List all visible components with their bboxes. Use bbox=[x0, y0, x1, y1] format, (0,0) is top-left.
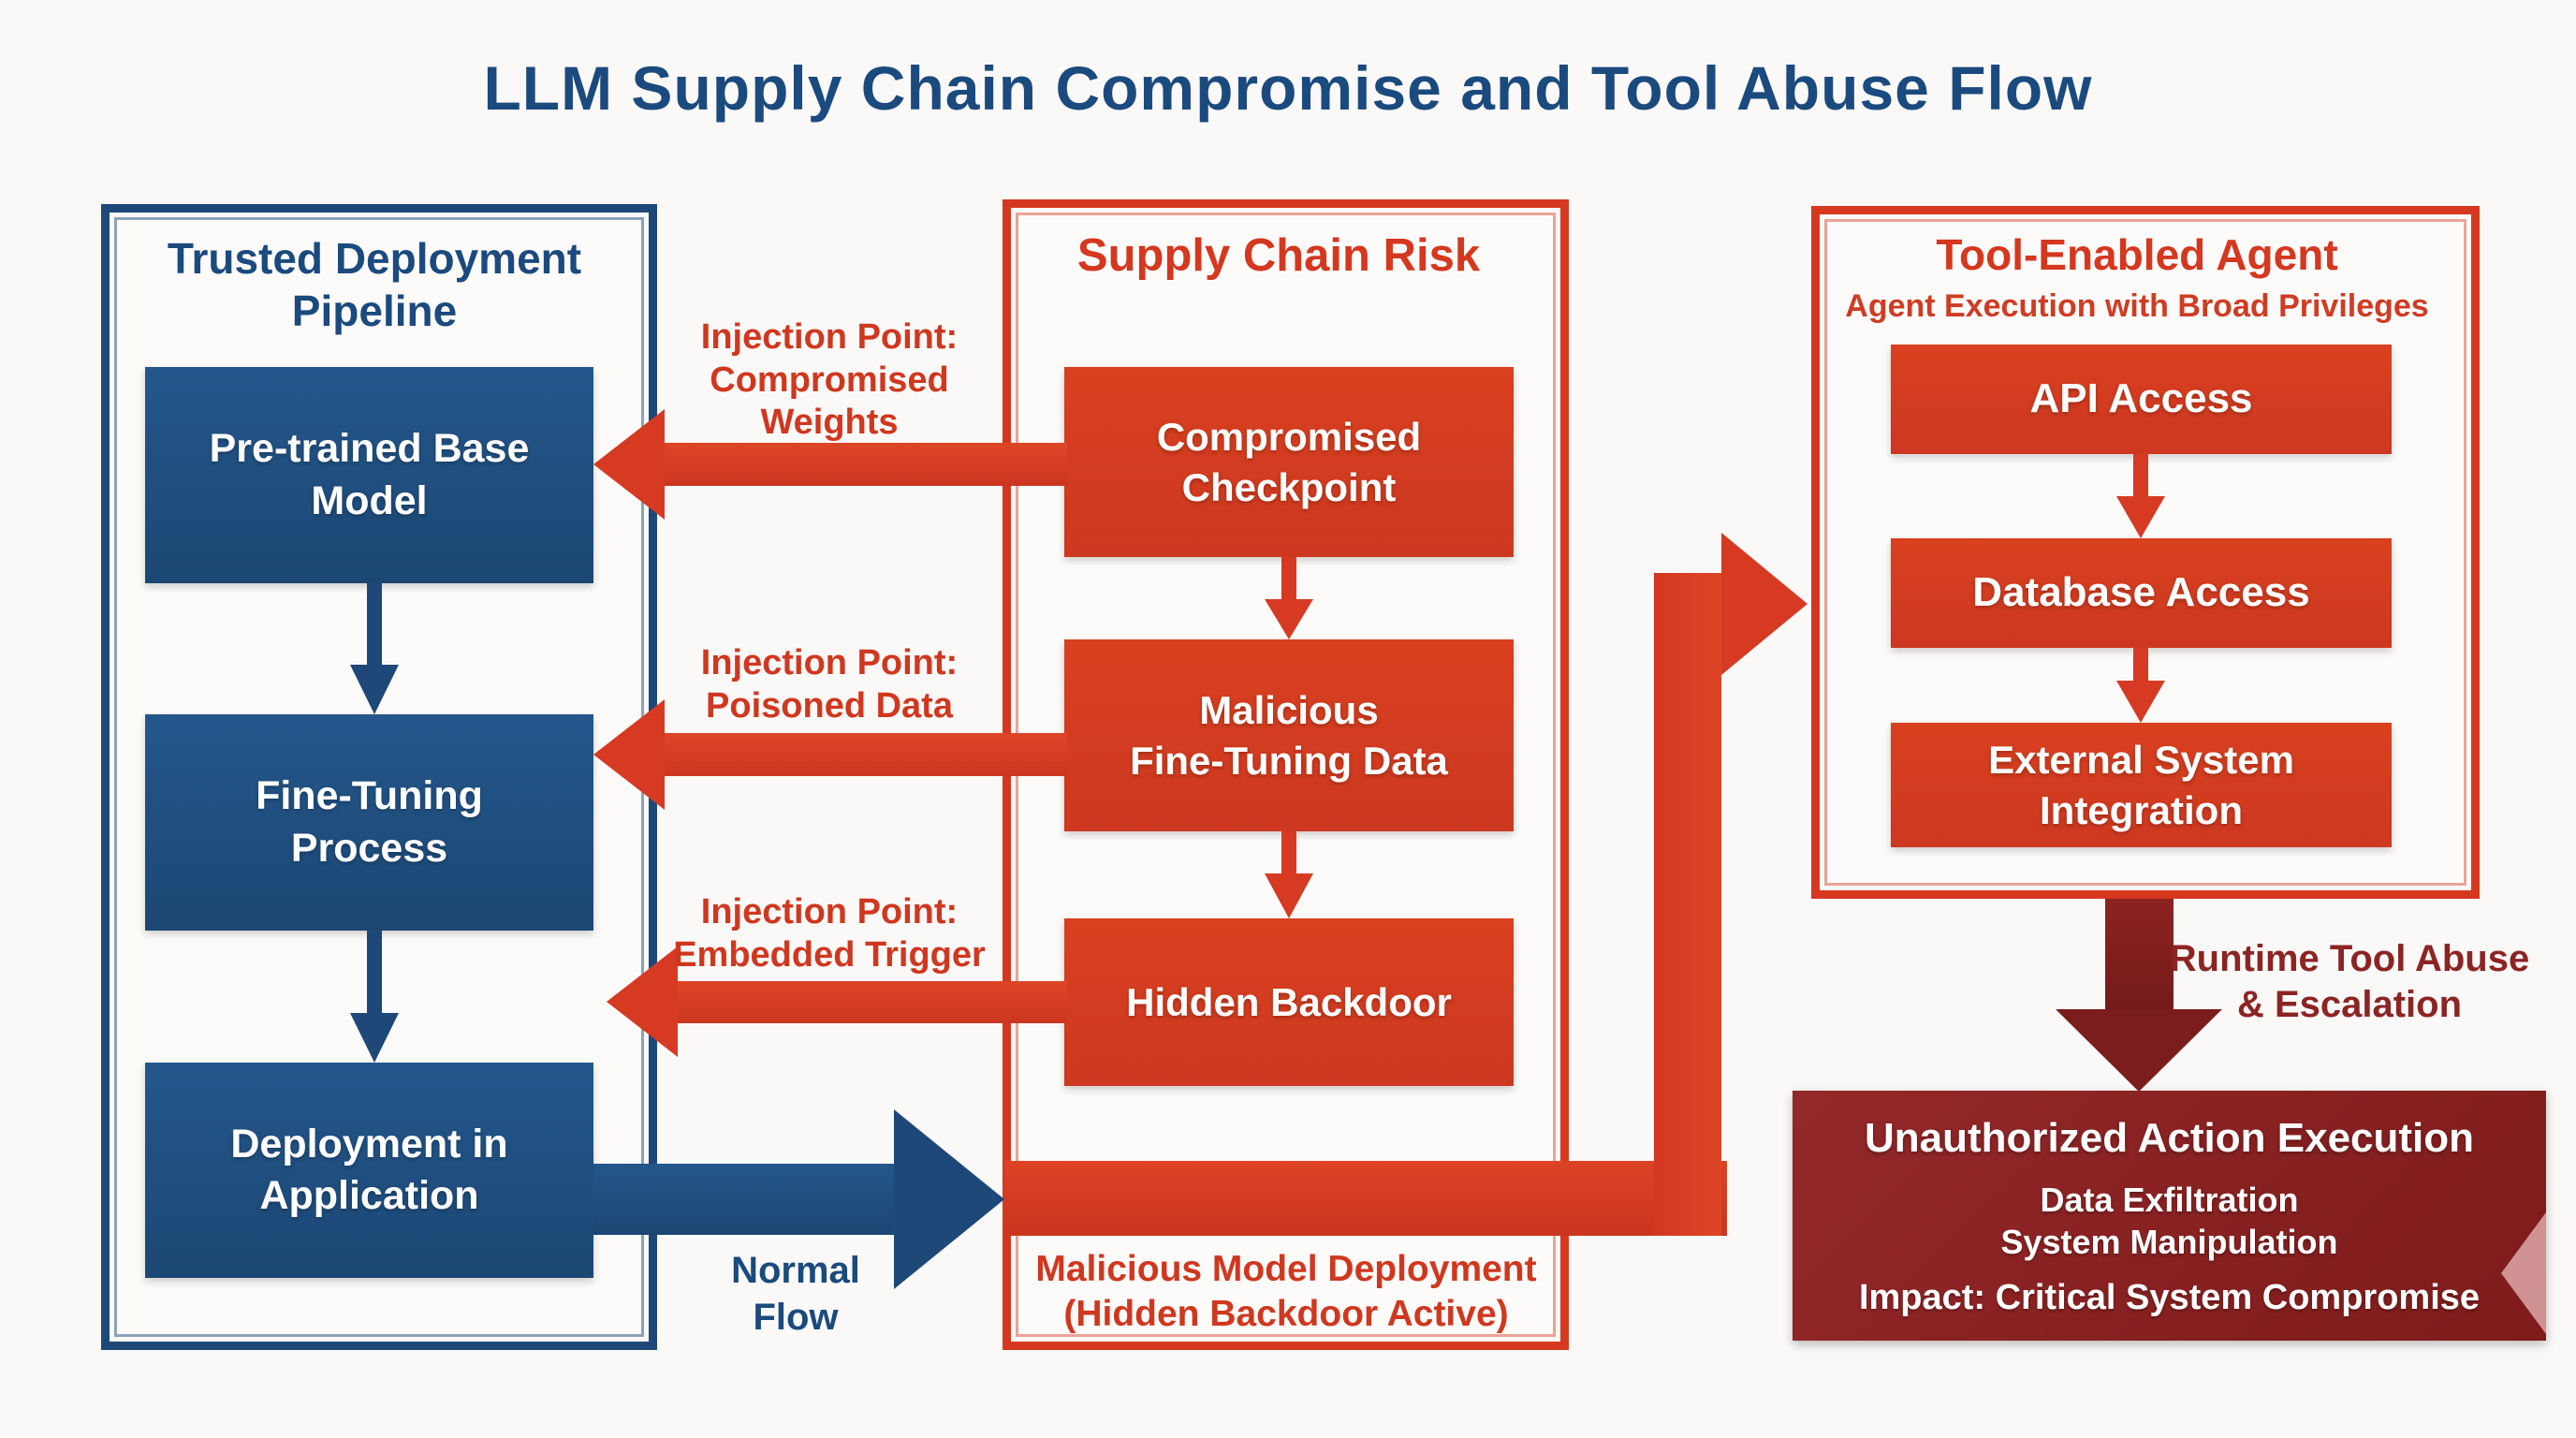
runtime-abuse-arrow-head-icon bbox=[2056, 1009, 2222, 1092]
node-unauthorized-action-execution: Unauthorized Action Execution Data Exfil… bbox=[1793, 1091, 2546, 1341]
normal-flow-arrow-head-icon bbox=[894, 1109, 1004, 1289]
agent-down-arrow-2-shaft bbox=[2133, 648, 2148, 681]
node-compromised-checkpoint: Compromised Checkpoint bbox=[1064, 367, 1514, 557]
injection-arrow-compromised-weights-shaft bbox=[660, 443, 1067, 486]
risk-down-arrow-2-shaft bbox=[1281, 831, 1296, 873]
impact-box-effects: Data Exfiltration System Manipulation bbox=[2000, 1181, 2338, 1261]
node-database-access: Database Access bbox=[1891, 538, 2392, 648]
agent-down-arrow-1-head-icon bbox=[2116, 496, 2165, 538]
injection-arrow-embedded-trigger-head-icon bbox=[607, 946, 678, 1057]
trusted-pipeline-heading: Trusted Deployment Pipeline bbox=[167, 234, 582, 336]
node-api-access: API Access bbox=[1891, 345, 2392, 454]
runtime-abuse-arrow-shaft bbox=[2105, 899, 2174, 1009]
injection-arrow-compromised-weights-head-icon bbox=[593, 409, 665, 520]
pipeline-down-arrow-2-shaft bbox=[367, 931, 382, 1013]
risk-down-arrow-1-shaft bbox=[1281, 557, 1296, 599]
impact-box-impact-line: Impact: Critical System Compromise bbox=[1858, 1278, 2481, 1317]
malicious-deployment-arrow-horizontal-bar bbox=[1004, 1161, 1727, 1236]
node-pretrained-base-model: Pre-trained Base Model bbox=[145, 367, 593, 583]
malicious-deployment-note: Malicious Model Deployment (Hidden Backd… bbox=[1035, 1249, 1537, 1334]
agent-down-arrow-2-head-icon bbox=[2116, 681, 2165, 723]
impact-box-title: Unauthorized Action Execution bbox=[1864, 1115, 2475, 1161]
pipeline-down-arrow-1-shaft bbox=[367, 583, 382, 665]
injection-label-poisoned-data: Injection Point: Poisoned Data bbox=[700, 643, 959, 726]
injection-arrow-poisoned-data-head-icon bbox=[593, 699, 665, 810]
pipeline-down-arrow-2-head-icon bbox=[350, 1013, 399, 1063]
node-fine-tuning-process: Fine-Tuning Process bbox=[145, 714, 593, 931]
normal-flow-label: Normal Flow bbox=[731, 1250, 860, 1338]
agent-privileges-subtitle: Agent Execution with Broad Privileges bbox=[1845, 288, 2429, 324]
injection-label-compromised-weights: Injection Point: Compromised Weights bbox=[700, 317, 959, 443]
malicious-deployment-arrow-head-icon bbox=[1721, 533, 1808, 675]
injection-arrow-poisoned-data-shaft bbox=[660, 733, 1067, 776]
page-title: LLM Supply Chain Compromise and Tool Abu… bbox=[483, 53, 2093, 123]
injection-arrow-embedded-trigger-shaft bbox=[673, 981, 1067, 1023]
risk-down-arrow-2-head-icon bbox=[1265, 873, 1313, 918]
agent-down-arrow-1-shaft bbox=[2133, 454, 2148, 496]
malicious-deployment-arrow-vertical-bar bbox=[1654, 573, 1721, 1236]
watermark-triangle-icon bbox=[2501, 1212, 2546, 1334]
node-hidden-backdoor: Hidden Backdoor bbox=[1064, 918, 1514, 1086]
node-malicious-finetuning-data: Malicious Fine-Tuning Data bbox=[1064, 639, 1514, 831]
risk-down-arrow-1-head-icon bbox=[1265, 599, 1313, 639]
node-deployment-in-application: Deployment in Application bbox=[145, 1063, 593, 1278]
pipeline-down-arrow-1-head-icon bbox=[350, 665, 399, 714]
runtime-abuse-label: Runtime Tool Abuse & Escalation bbox=[2169, 938, 2530, 1025]
tool-enabled-agent-heading: Tool-Enabled Agent bbox=[1936, 230, 2338, 279]
supply-chain-risk-heading: Supply Chain Risk bbox=[1076, 230, 1481, 281]
node-external-system-integration: External System Integration bbox=[1891, 723, 2392, 847]
injection-label-embedded-trigger: Injection Point: Embedded Trigger bbox=[673, 892, 986, 975]
normal-flow-arrow-shaft bbox=[593, 1164, 894, 1235]
